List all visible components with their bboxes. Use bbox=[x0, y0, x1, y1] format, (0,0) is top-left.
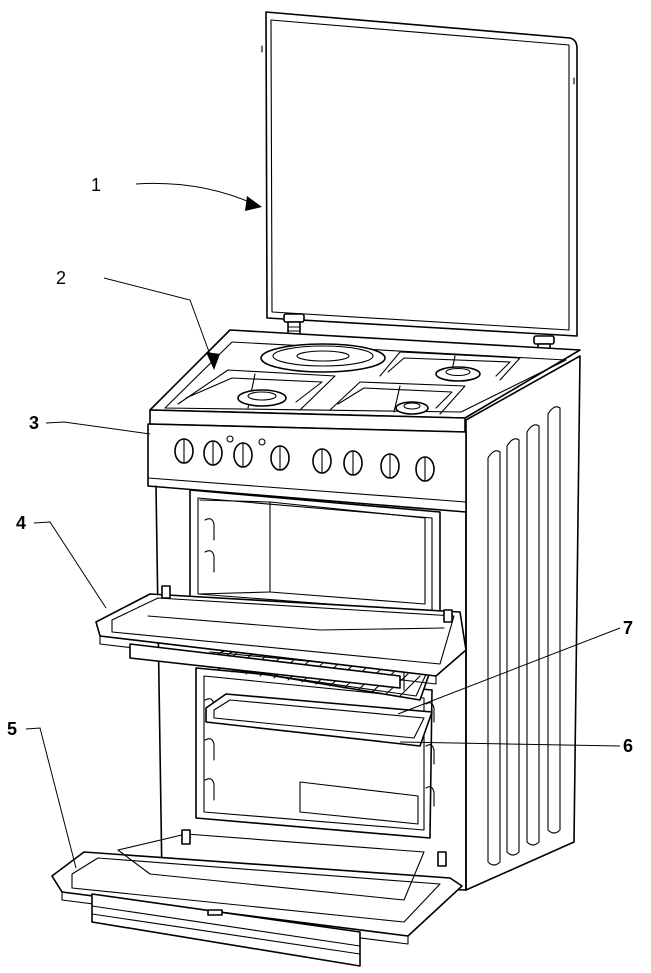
burner-front-right bbox=[395, 401, 429, 415]
leader-lines bbox=[25, 182, 621, 869]
callout-7: 7 bbox=[623, 618, 633, 638]
control-knobs bbox=[174, 435, 435, 482]
arrowhead-1 bbox=[245, 196, 262, 211]
callout-6: 6 bbox=[623, 736, 633, 756]
burner-rear-right bbox=[435, 366, 481, 382]
callout-1: 1 bbox=[91, 175, 101, 195]
arrowhead-2 bbox=[206, 352, 220, 370]
top-oven-door bbox=[95, 585, 467, 689]
callout-3: 3 bbox=[29, 413, 39, 433]
lid-hinge-left bbox=[283, 313, 305, 337]
baking-tray bbox=[205, 693, 433, 747]
burner-front-left bbox=[237, 389, 287, 407]
hob-lid bbox=[261, 11, 578, 337]
pan-supports bbox=[177, 351, 521, 415]
cabinet-side-panel bbox=[465, 355, 581, 891]
callout-4: 4 bbox=[16, 513, 26, 533]
hotplate bbox=[260, 343, 386, 373]
callout-2: 2 bbox=[56, 268, 66, 288]
callout-5: 5 bbox=[7, 719, 17, 739]
bottom-oven-door bbox=[51, 829, 463, 967]
